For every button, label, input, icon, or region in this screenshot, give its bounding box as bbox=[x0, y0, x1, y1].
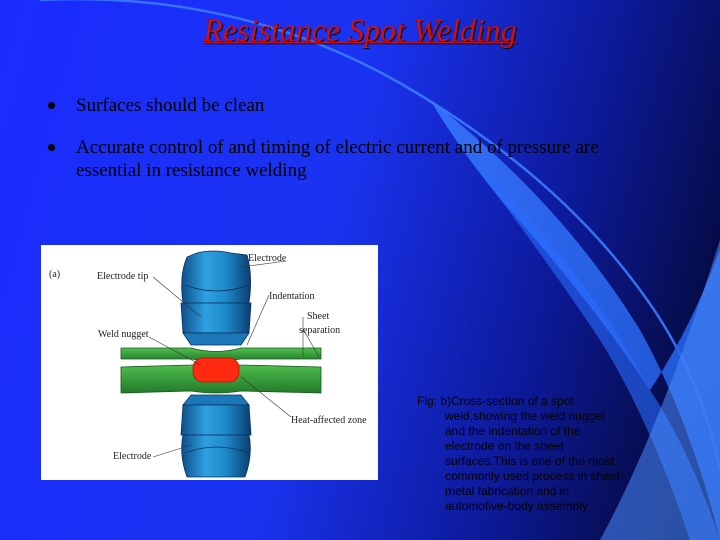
bullet-text: Surfaces should be clean bbox=[76, 95, 265, 116]
bullet-text-line: Accurate control of and timing of electr… bbox=[76, 137, 599, 158]
bottom-electrode bbox=[181, 434, 251, 478]
label-sheet-separation: Sheet bbox=[307, 311, 329, 322]
caption-line: electrode on the sheet bbox=[445, 439, 564, 453]
label-electrode-bottom: Electrode bbox=[113, 451, 152, 462]
bullet-list: Surfaces should be clean Accurate contro… bbox=[48, 94, 648, 201]
bullet-text-line: essential in resistance welding bbox=[76, 160, 307, 181]
slide-title: Resistance Spot Welding bbox=[203, 12, 517, 48]
top-electrode-tip bbox=[180, 302, 252, 334]
caption-line: automotive-body assembly bbox=[445, 499, 588, 513]
panel-label: (a) bbox=[49, 269, 60, 280]
label-sheet-separation: separation bbox=[299, 325, 340, 336]
weld-nugget bbox=[192, 357, 240, 383]
caption-prefix: Fig: bbox=[417, 394, 441, 408]
bullet-item: Accurate control of and timing of electr… bbox=[48, 136, 648, 182]
figure-caption: Fig: b)Cross-section of a spot weld,show… bbox=[417, 394, 657, 514]
label-electrode-tip: Electrode tip bbox=[97, 271, 148, 282]
caption-line: metal fabrication and in bbox=[445, 484, 570, 498]
caption-line: commonly used process in sheet- bbox=[445, 469, 624, 483]
label-indentation: Indentation bbox=[269, 291, 315, 302]
label-weld-nugget: Weld nugget bbox=[98, 329, 149, 340]
caption-line: weld,showing the weld nugget bbox=[445, 409, 606, 423]
spot-weld-illustration: (a) Electrode Electrode tip Indentation … bbox=[49, 250, 367, 478]
bullet-dot-icon bbox=[48, 144, 55, 151]
bullet-item: Surfaces should be clean bbox=[48, 94, 648, 117]
label-heat-affected-zone: Heat-affected zone bbox=[291, 415, 367, 426]
caption-line: and the indentation of the bbox=[445, 424, 581, 438]
caption-line: b)Cross-section of a spot bbox=[440, 394, 574, 408]
bottom-electrode-tip bbox=[180, 404, 252, 436]
spot-weld-diagram: (a) Electrode Electrode tip Indentation … bbox=[41, 245, 378, 480]
bullet-dot-icon bbox=[48, 102, 55, 109]
top-electrode bbox=[181, 250, 251, 304]
label-electrode-top: Electrode bbox=[248, 253, 287, 264]
caption-line: surfaces.This is one of the most bbox=[445, 454, 615, 468]
